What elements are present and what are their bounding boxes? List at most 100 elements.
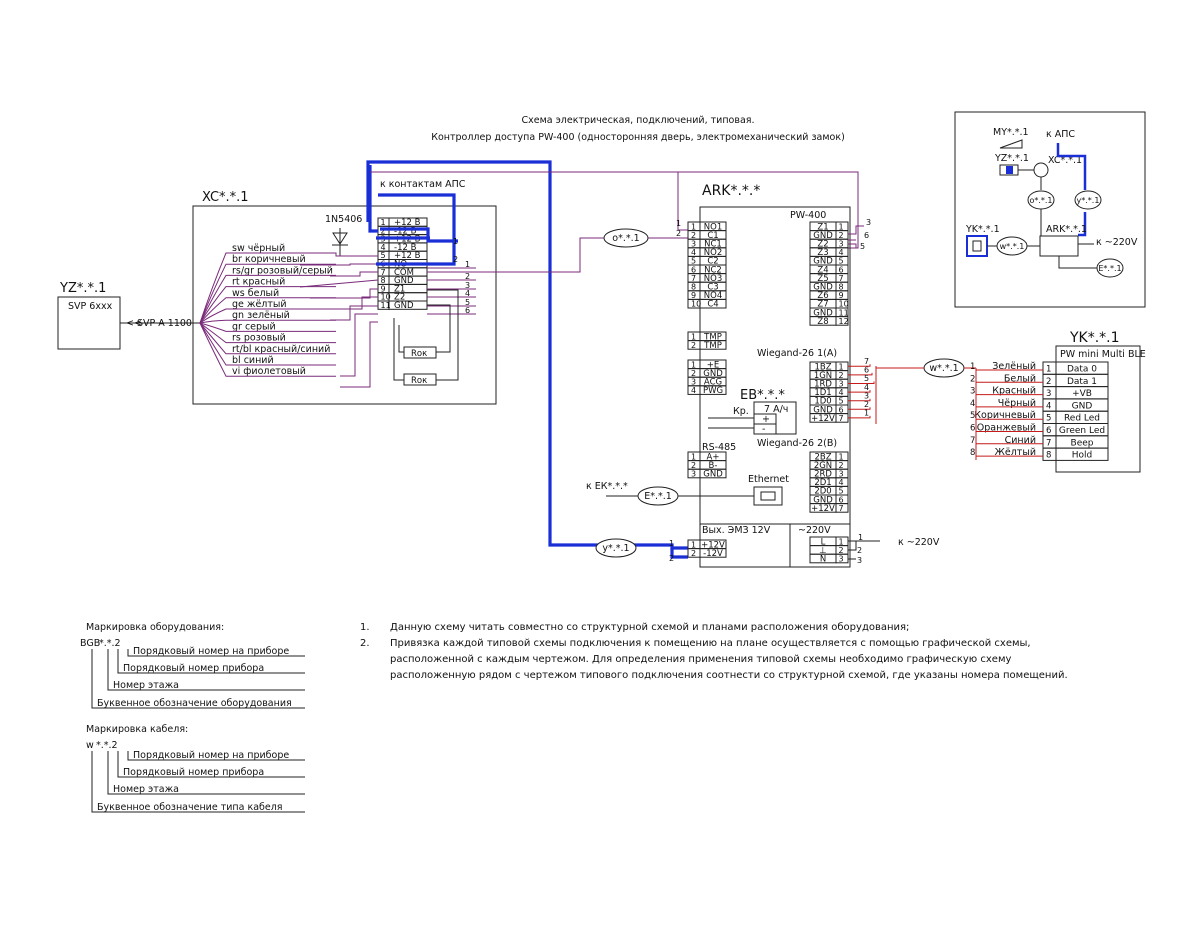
xc-output-num: 5: [465, 298, 470, 307]
inset-to-220: к ~220V: [1096, 237, 1138, 248]
ac-out-1: 1: [858, 533, 863, 542]
inset-my: MY*.*.1: [993, 127, 1029, 138]
wire-route: [299, 279, 379, 288]
power-label: PWG: [703, 386, 723, 396]
yk-terminal-num: 1: [1046, 365, 1051, 375]
wire-route: [330, 271, 378, 277]
wire-route: [340, 313, 378, 377]
relay-num: 1: [691, 222, 696, 231]
ac-num: 3: [839, 555, 844, 564]
wiegand1-label: GND: [813, 405, 833, 415]
wiegand-wire: [848, 390, 871, 393]
zone-num: 5: [839, 257, 844, 266]
svg-text:o*.*.1: o*.*.1: [612, 233, 639, 244]
yz-connector-icon: <<: [126, 318, 142, 329]
rs485-label: GND: [703, 470, 723, 480]
xc-terminal-label: GND: [394, 276, 414, 286]
relay-label: C1: [707, 231, 718, 241]
xc-terminal-label: +12 В: [394, 251, 421, 261]
relay-label: NO3: [704, 274, 722, 284]
wiegand2-label: 2GN: [814, 461, 832, 471]
wiegand2-num: 4: [839, 478, 844, 487]
yk-terminal-label: Beep: [1071, 438, 1094, 448]
legend-equip-code-rest: *.*.2: [99, 638, 121, 649]
zone-num: 12: [839, 317, 849, 326]
legend-cable-code-rest: *.*.2: [96, 740, 118, 751]
legend-leader: [91, 649, 305, 709]
relay-label: C3: [707, 283, 718, 293]
xc-right-1: 1: [453, 237, 458, 246]
relay-num: 6: [691, 265, 696, 274]
zone-out-3: 3: [866, 218, 871, 227]
wiegand-wire: [848, 407, 871, 410]
power-num: 2: [691, 369, 696, 378]
ac-out-3: 3: [857, 556, 862, 565]
resistor-1-label: Rок: [411, 349, 427, 359]
lock-in-1: 1: [669, 539, 674, 548]
xc-junction-box: XC*.*.1 1N5406 1+12 В2-12 В3+12 В4-12 В5…: [192, 190, 497, 405]
tmp-num: 1: [691, 332, 696, 341]
zone-num: 8: [839, 283, 844, 292]
xc-terminal-num: 10: [381, 293, 391, 302]
wire-route: [310, 288, 378, 299]
yk-wire-label: Белый: [1004, 373, 1036, 384]
wiegand1-num: 3: [839, 380, 844, 389]
xc-terminal-label: -12 В: [394, 243, 417, 253]
lock-out-num: 1: [691, 540, 696, 549]
zone-label: Z7: [817, 300, 828, 310]
wire-line: [199, 322, 336, 377]
power-label: ACG: [704, 378, 722, 388]
ac-input-title: ~220V: [798, 525, 831, 536]
xc-output-num: 3: [465, 281, 470, 290]
zone-label: Z5: [817, 274, 828, 284]
relay-label: NO1: [704, 222, 722, 232]
to-ek-label: к ЕК*.*.*: [586, 481, 628, 492]
yk-terminal-num: 6: [1046, 426, 1051, 436]
relay-num: 9: [691, 291, 696, 300]
yk-wire-label: Жёлтый: [995, 447, 1036, 458]
xc-terminal-num: 5: [381, 251, 386, 260]
wiegand1-num: 7: [839, 414, 844, 423]
cable-o-bubble: o*.*.1: [603, 228, 649, 248]
yz-name: YZ*.*.1: [59, 281, 106, 296]
legend-cable-code: w: [86, 740, 94, 751]
legend-cable-title: Маркировка кабеля:: [86, 724, 188, 735]
legend-equip-line: Порядковый номер прибора: [123, 663, 264, 674]
xc-wire-label: sw чёрный: [232, 243, 285, 254]
rs485-num: 3: [691, 470, 696, 479]
legend-cable: Маркировка кабеля: w *.*.2 Порядковый но…: [86, 724, 305, 813]
yk-wire-num: 7: [970, 436, 975, 446]
wiegand1-num: 5: [839, 397, 844, 406]
power-label: +E: [707, 360, 720, 370]
xc-wire-label: gr серый: [232, 321, 276, 332]
rs485-num: 2: [691, 461, 696, 470]
note-1: Данную схему читать совместно со структу…: [390, 622, 909, 633]
yk-wire-label: Чёрный: [998, 398, 1036, 409]
legend-equip-line: Номер этажа: [113, 680, 179, 691]
inset-camera-icon: [999, 139, 1023, 149]
resistor-2-label: Rок: [411, 376, 427, 386]
relay-num: 2: [691, 231, 696, 240]
xc-terminal-label: GND: [394, 301, 414, 311]
legend-cable-line: Порядковый номер прибора: [123, 767, 264, 778]
xc-terminal-num: 4: [381, 243, 386, 252]
inset-scheme: MY*.*.1 YZ*.*.1 к АПС XC*.*.1 o*.*.1 y*.…: [954, 111, 1146, 308]
wire-line: [199, 322, 336, 332]
yk-wire-label: Зелёный: [992, 361, 1036, 372]
ethernet-label: Ethernet: [748, 474, 789, 485]
note-2-line-1: Привязка каждой типовой схемы подключени…: [390, 638, 1031, 649]
xc-terminal-label: Z2: [394, 293, 405, 303]
legend-cable-line: Порядковый номер на приборе: [133, 750, 289, 761]
xc-right-2: 2: [453, 255, 458, 264]
xc-wire-label: bl синий: [232, 355, 274, 366]
wiegand-out-num: 4: [864, 383, 869, 392]
eb-capacity: 7 А/ч: [764, 404, 788, 415]
yk-terminal-label: GND: [1072, 401, 1093, 411]
zone-label: GND: [813, 283, 833, 293]
lock-out-cell: [699, 548, 727, 558]
relay-num: 8: [691, 283, 696, 292]
note-2-line-3: расположенную рядом с чертежом типового …: [390, 670, 1068, 681]
yk-wire-num: 6: [970, 424, 975, 434]
wiegand1-num: 2: [839, 371, 844, 380]
